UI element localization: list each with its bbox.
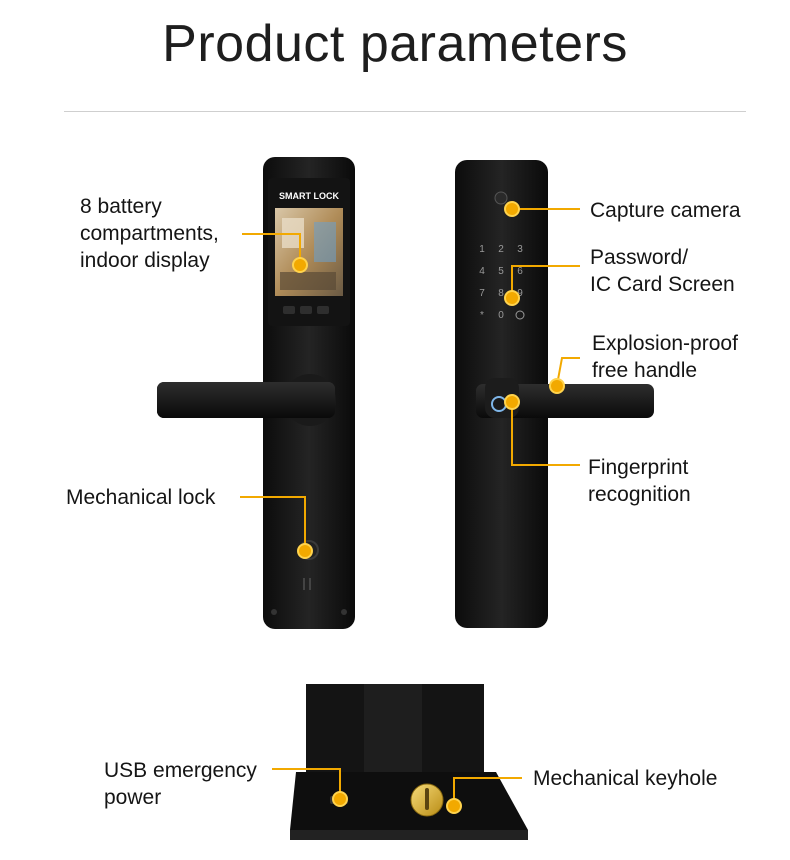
dot-display <box>292 257 308 273</box>
dot-usb <box>332 791 348 807</box>
key-5: 5 <box>498 266 504 277</box>
title-divider <box>64 111 746 112</box>
fingerprint-sensor <box>491 396 507 412</box>
outer-handle <box>476 384 654 418</box>
camera-lens <box>494 191 508 205</box>
dot-keyhole <box>446 798 462 814</box>
callout-explosion-proof-handle: Explosion-proof free handle <box>592 332 738 382</box>
keypad: 1 2 3 4 5 6 7 8 9 * 0 <box>479 244 523 321</box>
callout-capture-camera: Capture camera <box>590 199 741 222</box>
key-6: 6 <box>517 266 523 277</box>
smart-lock-bottom-view-icon <box>290 684 528 840</box>
smart-lock-inner-panel-icon: SMART LOCK <box>157 157 355 629</box>
callout-fingerprint-recognition: Fingerprint recognition <box>588 456 691 506</box>
page-title: Product parameters <box>162 15 628 73</box>
key-7: 7 <box>479 288 485 299</box>
key-3: 3 <box>517 244 523 255</box>
callout-lines <box>240 208 580 805</box>
fingerprint-key-icon <box>515 310 525 320</box>
key-4: 4 <box>479 266 485 277</box>
key-0: 0 <box>498 310 504 321</box>
dot-handle <box>549 378 565 394</box>
callout-battery-display: 8 battery compartments, indoor display <box>80 195 219 272</box>
key-9: 9 <box>517 288 523 299</box>
callout-dots <box>292 201 565 814</box>
smart-lock-outer-panel-icon: 1 2 3 4 5 6 7 8 9 * 0 <box>455 160 654 628</box>
dot-password <box>504 290 520 306</box>
key-star: * <box>480 310 484 321</box>
key-2: 2 <box>498 244 504 255</box>
dot-camera <box>504 201 520 217</box>
callout-password-screen: Password/ IC Card Screen <box>590 246 735 296</box>
key-8: 8 <box>498 288 504 299</box>
callout-usb-emergency-power: USB emergency power <box>104 759 257 809</box>
dot-fingerprint <box>504 394 520 410</box>
callout-mechanical-keyhole: Mechanical keyhole <box>533 767 718 790</box>
key-1: 1 <box>479 244 485 255</box>
screen-brand-text: SMART LOCK <box>279 191 339 201</box>
callout-mechanical-lock: Mechanical lock <box>66 486 216 509</box>
dot-mechanical-lock <box>297 543 313 559</box>
